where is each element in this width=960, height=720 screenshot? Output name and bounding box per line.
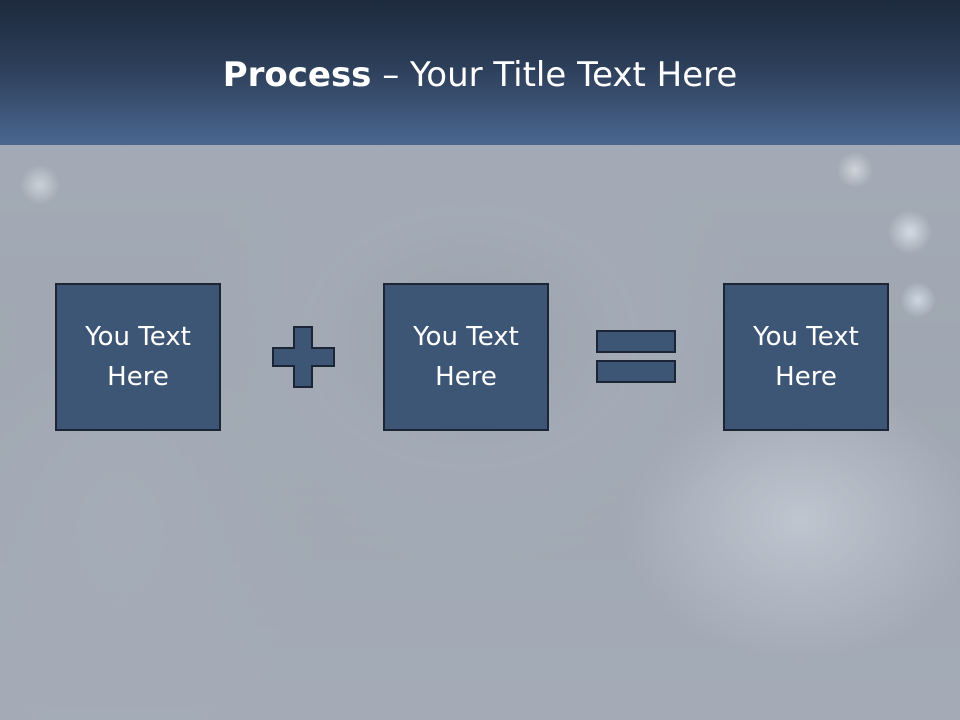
plus-icon: [272, 326, 335, 388]
process-box-2-text: You Text Here: [413, 322, 519, 392]
process-box-2[interactable]: You Text Here: [383, 283, 549, 431]
equals-icon: [596, 330, 676, 383]
process-box-1-text: You Text Here: [85, 322, 191, 392]
slide-title[interactable]: Process – Your Title Text Here: [0, 52, 960, 98]
process-box-1[interactable]: You Text Here: [55, 283, 221, 431]
process-box-3[interactable]: You Text Here: [723, 283, 889, 431]
process-box-3-text: You Text Here: [753, 322, 859, 392]
title-bar: Process – Your Title Text Here: [0, 0, 960, 145]
title-bold-text: Process: [222, 55, 372, 95]
title-rest-text: – Your Title Text Here: [371, 55, 738, 95]
